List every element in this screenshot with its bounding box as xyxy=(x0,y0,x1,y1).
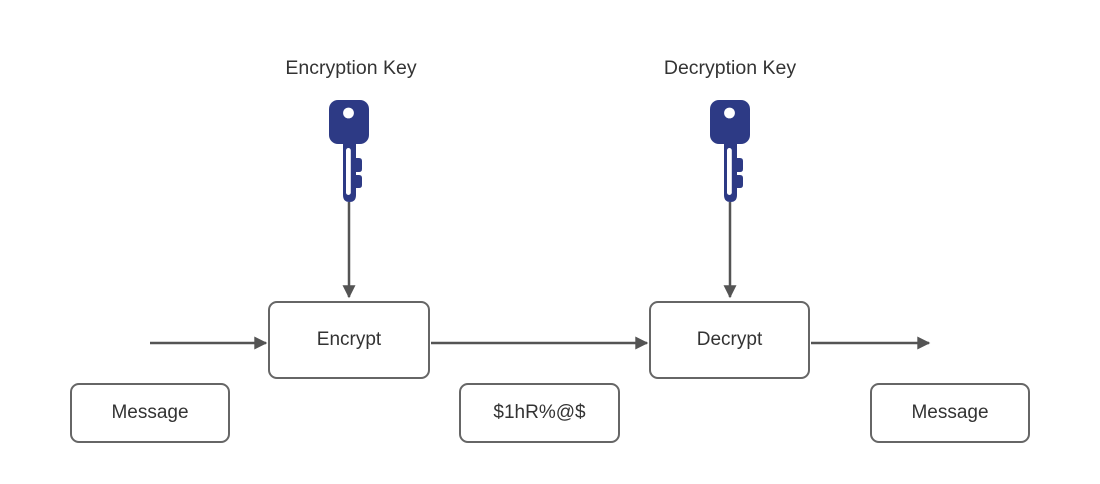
ciphertext-node: $1hR%@$ xyxy=(459,383,620,443)
decrypt-node: Decrypt xyxy=(649,301,810,379)
key-icon xyxy=(710,100,750,202)
ciphertext-label: $1hR%@$ xyxy=(493,402,586,423)
message-out-label: Message xyxy=(911,402,989,423)
encrypt-node: Encrypt xyxy=(268,301,430,379)
message-out-node: Message xyxy=(870,383,1030,443)
decrypt-node-label: Decrypt xyxy=(696,329,763,350)
key-icon xyxy=(329,100,369,202)
encrypt-node-label: Encrypt xyxy=(316,329,382,350)
message-in-node: Message xyxy=(70,383,230,443)
encryption-key-label: Encryption Key xyxy=(285,57,417,79)
decryption-key-label: Decryption Key xyxy=(663,57,797,79)
message-in-label: Message xyxy=(111,402,189,423)
